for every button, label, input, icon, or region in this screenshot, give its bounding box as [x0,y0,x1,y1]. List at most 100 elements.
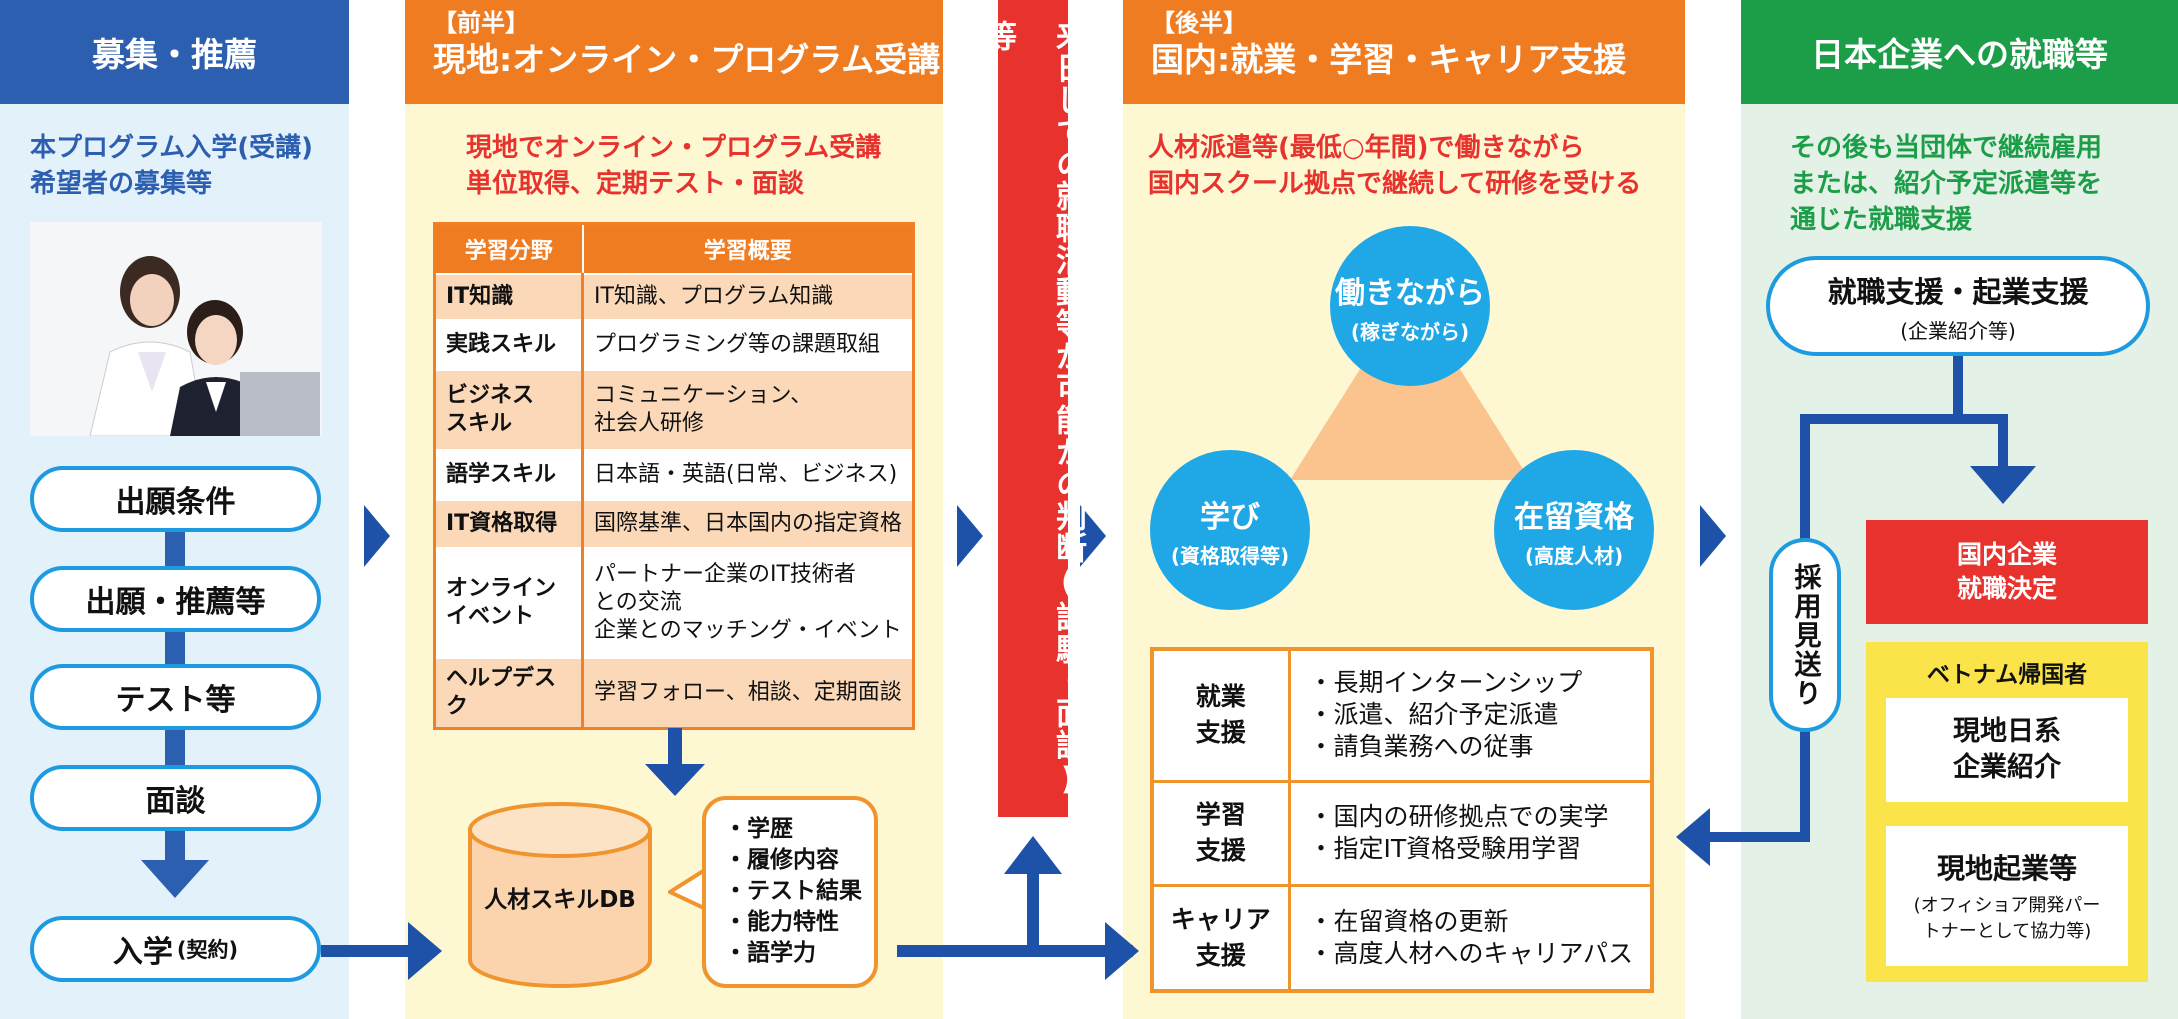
row-summary: 日本語・英語(日常、ビジネス) [582,448,914,500]
row-summary: IT知識、プログラム知識 [582,272,914,320]
job-support-sub: (企業紹介等) [1900,318,2016,343]
row-field: IT知識 [434,272,584,320]
db-item: ・学歴 [724,816,793,842]
row-field: ビジネス スキル [434,368,584,450]
col2-desc-line: 単位取得、定期テスト・面談 [466,169,805,199]
support-items: ・国内の研修拠点での実学 ・指定IT資格受験用学習 [1287,779,1654,887]
circle-main: 在留資格 [1514,499,1634,535]
step-enrollment: 入学(契約) [30,916,321,982]
chevron-right-icon [1700,505,1726,567]
circle-sub: (資格取得等) [1170,543,1290,568]
col3-description: 人材派遣等(最低○年間)で働きながら 国内スクール拠点で継続して研修を受ける [1148,130,1641,202]
table-to-db-arrow-shaft [668,728,682,766]
circle-residence: 在留資格 (高度人材) [1494,450,1654,610]
table-row: オンライン イベントパートナー企業のIT技術者 との交流 企業とのマッチング・イ… [434,546,914,658]
chevron-right-icon [1080,505,1106,567]
domestic-job-decided: 国内企業 就職決定 [1866,520,2148,624]
db-item: ・テスト結果 [724,878,862,904]
support-label: 就業 支援 [1150,647,1291,783]
table-row: ビジネス スキルコミュニケーション、 社会人研修 [434,368,914,450]
col2-desc-line: 現地でオンライン・プログラム受講 [466,133,882,163]
db-callout-pointer [668,866,708,912]
row-field: ヘルプデスク [434,656,584,728]
col3-desc-line: 国内スクール拠点で継続して研修を受ける [1148,169,1642,199]
up-arrowhead [1004,836,1062,874]
local-intro-text: 現地日系 企業紹介 [1953,716,2061,783]
step-label: 面談 [145,784,206,819]
circle-working: 働きながら (稼ぎながら) [1330,226,1490,386]
support-item: ・指定IT資格受験用学習 [1308,834,1582,863]
header-field: 学習分野 [434,223,584,274]
local-startup-sub: (オフィショア開発パー トナーとして協力等) [1913,895,2101,942]
step-label: 出願・推薦等 [85,585,266,620]
col2-header: 【前半】 現地:オンライン・プログラム受講 [405,0,943,104]
table-row: キャリア 支援 ・在留資格の更新 ・高度人材へのキャリアパス [1150,883,1654,993]
table-row: ヘルプデスク学習フォロー、相談、定期面談 [434,656,914,728]
rejected-text: 採用見送り [1789,562,1821,708]
steps-arrow [141,860,209,898]
enroll-to-db-arrow-shaft [321,945,411,957]
enroll-to-db-arrowhead [408,922,442,980]
people-illustration [30,222,322,436]
col1-desc-line: 希望者の募集等 [30,169,213,199]
col4-description: その後も当団体で継続雇用 または、紹介予定派遣等を 通じた就職支援 [1790,130,2102,238]
header-summary: 学習概要 [582,223,914,274]
row-field: 実践スキル [434,318,584,370]
db-flow-arrow-vertical [1027,872,1039,952]
step-label: 出願条件 [115,485,236,520]
step-label: テスト等 [115,683,236,718]
judgment-text: 来日しての就職活動等が可能かの判断(試験・面談)等 [980,20,1086,798]
support-label: 学習 支援 [1150,779,1291,887]
table-row: 実践スキルプログラミング等の課題取組 [434,318,914,370]
vietnam-title-text: ベトナム帰国者 [1926,662,2088,688]
step-application-conditions: 出願条件 [30,466,321,532]
local-company-intro: 現地日系 企業紹介 [1886,698,2128,802]
local-startup: 現地起業等 (オフィショア開発パー トナーとして協力等) [1886,826,2128,966]
row-field: オンライン イベント [434,546,584,658]
db-callout: ・学歴 ・履修内容 ・テスト結果 ・能力特性 ・語学力 [702,796,878,988]
row-field: IT資格取得 [434,498,584,548]
step-application-recommendation: 出願・推薦等 [30,566,321,632]
col2-tag: 【前半】 [433,9,529,37]
col3-desc-line: 人材派遣等(最低○年間)で働きながら [1148,133,1585,163]
enrollment-label: 入学 [112,935,173,970]
col4-title: 日本企業への就職等 [1811,35,2108,74]
local-startup-main: 現地起業等 [1936,852,2077,885]
rejected-box: 採用見送り [1769,538,1841,732]
row-summary: 国際基準、日本国内の指定資格 [582,498,914,548]
circle-main: 働きながら [1335,275,1485,311]
circle-main: 学び [1200,499,1260,535]
learning-table-header: 学習分野 学習概要 [434,223,914,274]
col2-description: 現地でオンライン・プログラム受講 単位取得、定期テスト・面談 [466,130,881,202]
col2-title: 現地:オンライン・プログラム受講 [433,40,941,79]
support-items: ・長期インターンシップ ・派遣、紹介予定派遣 ・請負業務への従事 [1287,647,1654,783]
judgment-banner: 来日しての就職活動等が可能かの判断(試験・面談)等 [980,0,1086,817]
col4-desc-line: または、紹介予定派遣等を [1790,169,2103,199]
row-summary: プログラミング等の課題取組 [582,318,914,370]
support-item: ・国内の研修拠点での実学 [1308,802,1609,831]
support-item: ・請負業務への従事 [1308,732,1534,762]
vietnam-returnees-panel: ベトナム帰国者 現地日系 企業紹介 現地起業等 (オフィショア開発パー トナーと… [1866,642,2148,982]
support-right-down-line [1998,414,2008,470]
chevron-right-icon [957,505,983,567]
support-items: ・在留資格の更新 ・高度人材へのキャリアパス [1287,883,1654,993]
row-field: 語学スキル [434,448,584,500]
table-row: 語学スキル日本語・英語(日常、ビジネス) [434,448,914,500]
row-summary: コミュニケーション、 社会人研修 [582,368,914,450]
db-item: ・能力特性 [724,909,839,935]
col1-header: 募集・推薦 [0,0,349,104]
row-summary: 学習フォロー、相談、定期面談 [582,656,914,728]
col4-desc-line: 通じた就職支援 [1790,205,1973,235]
col4-desc-line: その後も当団体で継続雇用 [1790,133,2103,163]
support-item: ・高度人材へのキャリアパス [1308,938,1634,968]
db-flow-arrow-horizontal [897,945,1133,957]
job-support-main: 就職支援・起業支援 [1827,274,2089,309]
job-support-box: 就職支援・起業支援 (企業紹介等) [1766,256,2150,356]
circle-sub: (稼ぎながら) [1350,319,1470,344]
enrollment-note: (契約) [176,938,239,962]
db-item: ・語学力 [724,940,816,966]
chevron-right-icon [364,505,390,567]
col3-tag: 【後半】 [1151,9,1247,37]
